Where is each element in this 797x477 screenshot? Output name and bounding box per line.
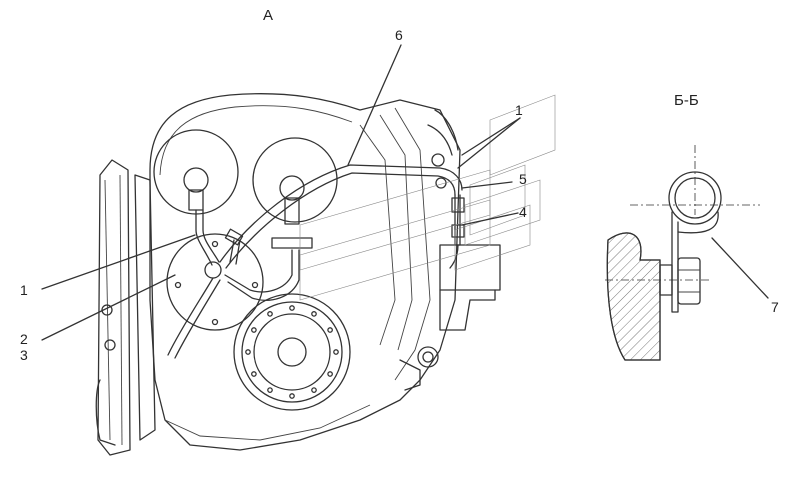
wheel-bolt [289,305,295,311]
callout-1-lower: 1 [20,282,28,298]
upper-middle-cover [252,137,338,249]
wheel-bolt [327,327,333,333]
left-pipes [95,159,156,456]
wheel-bolt [327,371,333,377]
lower-wheel [233,293,351,411]
gearbox-housing [149,93,461,451]
callout-panels [299,94,556,301]
leader-lines [41,44,521,341]
wheel-bolt [311,311,317,317]
callout-2: 2 [20,331,28,347]
callout-5: 5 [519,171,527,187]
view-label-bb: Б-Б [674,92,699,109]
hydraulic-hoses [167,164,465,359]
callout-4: 4 [519,204,527,220]
wheel-bolt [289,393,295,399]
wheel-bolt [251,327,257,333]
section-bb [605,145,769,361]
callout-1-upper: 1 [515,102,523,118]
wheel-bolt [267,311,273,317]
mid-left-disk [166,233,264,331]
wheel-bolt [245,349,251,355]
callout-6: 6 [395,27,403,43]
wheel-bolt [311,387,317,393]
wheel-bolt [333,349,339,355]
wheel-bolt [267,387,273,393]
lower-right-fitting [399,346,439,391]
view-label-a: А [263,7,274,24]
upper-left-cover [153,129,239,215]
wheel-bolt [251,371,257,377]
callout-7: 7 [771,299,779,315]
callout-3: 3 [20,347,28,363]
